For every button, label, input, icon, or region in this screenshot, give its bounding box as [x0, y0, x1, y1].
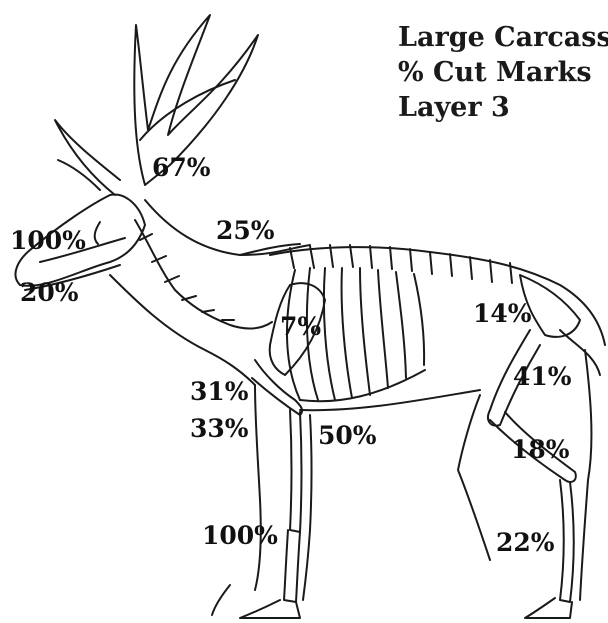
label-scapula: 7% — [280, 314, 321, 339]
title-line-3: Layer 3 — [398, 90, 608, 125]
label-skull: 100% — [10, 228, 86, 253]
diagram-title: Large Carcass % Cut Marks Layer 3 — [398, 20, 608, 125]
label-humerus: 31% — [190, 379, 249, 404]
label-tibia: 18% — [511, 437, 570, 462]
label-metacarpal: 100% — [202, 523, 278, 548]
label-mandible: 20% — [20, 280, 79, 305]
radius-ulna — [290, 410, 302, 532]
label-radius-ulna: 33% — [190, 416, 249, 441]
tibia — [560, 480, 574, 602]
metacarpal — [284, 530, 300, 602]
label-cervical-vertebrae: 25% — [216, 218, 275, 243]
label-ribs: 50% — [318, 423, 377, 448]
title-line-2: % Cut Marks — [398, 55, 608, 90]
title-line-1: Large Carcass — [398, 20, 608, 55]
label-antler: 67% — [152, 155, 211, 180]
label-metatarsal: 22% — [496, 530, 555, 555]
label-femur: 41% — [513, 364, 572, 389]
label-pelvis: 14% — [473, 301, 532, 326]
